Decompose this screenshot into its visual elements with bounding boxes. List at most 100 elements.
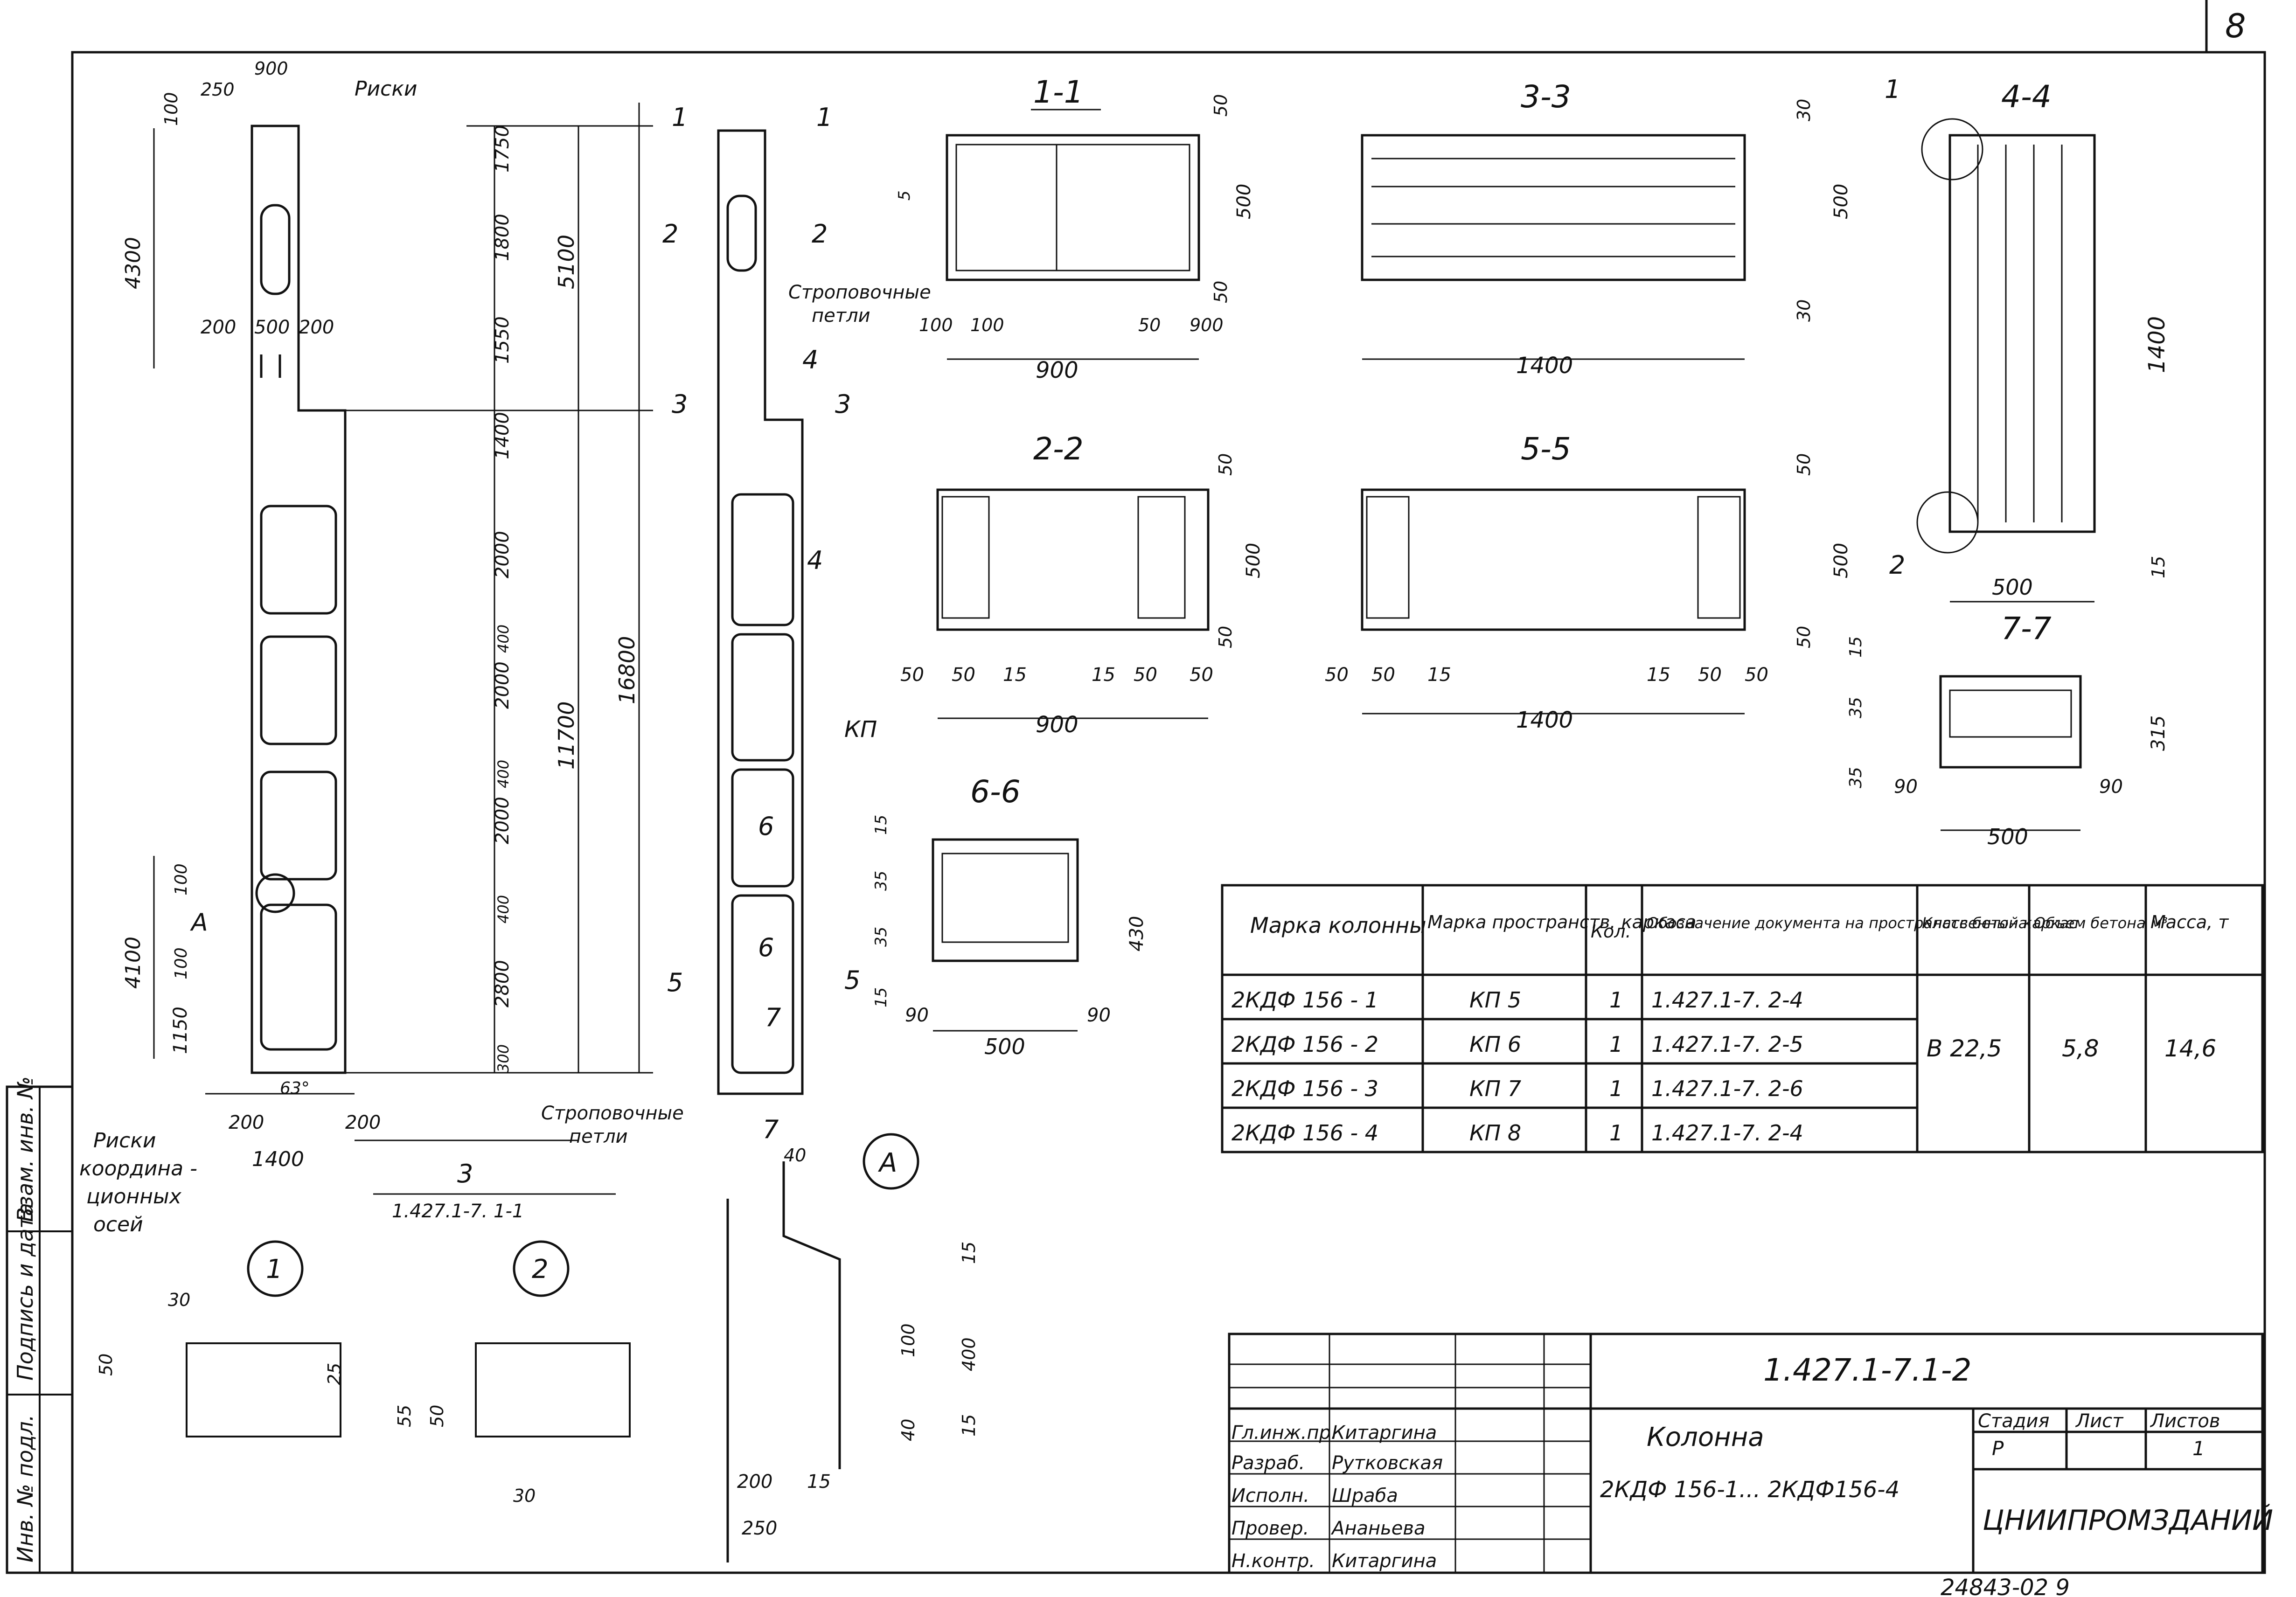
svg-text:Провер.: Провер. [1231,1518,1309,1539]
row4-col4: 1.427.1-7. 2-4 [1651,1120,1803,1146]
svg-text:5: 5 [895,190,914,201]
row4-col2: КП 8 [1469,1120,1521,1146]
svg-text:1750: 1750 [492,125,513,173]
side-stamp-sign: Подпись и дата [13,1203,38,1381]
stropovochnye-bot-2: петли [569,1126,628,1147]
svg-text:300: 300 [494,1044,512,1073]
svg-text:400: 400 [494,760,512,788]
svg-text:30: 30 [513,1486,536,1506]
row3-col2: КП 7 [1469,1076,1521,1101]
side-stamp-vzam: Взам. инв. № [13,1076,38,1222]
row2-col3: 1 [1609,1032,1623,1057]
svg-text:15: 15 [1003,664,1027,686]
row1-col3: 1 [1609,987,1623,1013]
dim-16800: 16800 [614,636,640,704]
dim-bottom-200a: 200 [229,1112,264,1133]
svg-text:Ананьева: Ананьева [1330,1518,1425,1539]
svg-text:7: 7 [765,1003,781,1032]
svg-text:55: 55 [394,1405,415,1427]
svg-text:35: 35 [872,871,891,891]
section-marks: 1 1 2 2 3 3 4 4 5 5 6 6 7 7 [662,103,860,1144]
row2-col1: 2КДФ 156 - 2 [1231,1032,1378,1057]
svg-text:Рутковская: Рутковская [1332,1452,1443,1474]
row3-col4: 1.427.1-7. 2-6 [1651,1076,1803,1101]
svg-text:50: 50 [1371,664,1395,686]
svg-text:500: 500 [1830,543,1852,578]
svg-text:500: 500 [984,1034,1025,1059]
angle-63: 63° [280,1079,310,1098]
detail-A: А 40 15 100 400 15 40 200 15 250 [726,1133,979,1562]
svg-text:осей: осей [93,1213,143,1236]
row4-col1: 2КДФ 156 - 4 [1231,1120,1378,1146]
svg-text:25: 25 [324,1363,345,1385]
svg-text:1400: 1400 [1516,707,1573,733]
svg-text:2000: 2000 [492,797,513,844]
svg-text:50: 50 [1211,281,1231,303]
section-7-7: 7-7 15 35 35 315 90 90 500 [1846,611,2169,849]
section-4-4: 4-4 1 2 1400 15 500 [1885,75,2170,603]
svg-text:3-3: 3-3 [1521,79,1571,115]
section-2-2: 2-2 50 50 15 15 50 50 900 500 50 50 [900,431,1264,738]
svg-text:50: 50 [1325,664,1349,686]
dim-bottom-200b: 200 [345,1112,381,1133]
dim-100-left-a: 100 [172,863,191,896]
row1-col1: 2КДФ 156 - 1 [1231,987,1378,1013]
svg-text:50: 50 [1211,94,1231,117]
title-name-2: 2КДФ 156-1... 2КДФ156-4 [1600,1477,1899,1503]
svg-text:1: 1 [1885,75,1900,104]
svg-text:100: 100 [898,1323,918,1357]
dim-250: 250 [201,79,235,100]
stage-label: Стадия [1978,1410,2049,1432]
title-block: 1.427.1-7.1-2 Колонна 2КДФ 156-1... 2КДФ… [1228,1333,2273,1574]
stropovochnye-top-2: петли [812,305,870,326]
svg-text:30: 30 [1794,99,1814,121]
callout-3-num: 3 [457,1159,473,1188]
svg-text:Шраба: Шраба [1332,1485,1398,1507]
svg-text:15: 15 [872,815,891,835]
section-3-3: 3-3 1400 500 30 30 [1361,79,1852,379]
row2-col4: 1.427.1-7. 2-5 [1651,1032,1803,1057]
svg-text:50: 50 [1190,664,1213,686]
callout-A-elev: А [190,909,208,937]
sheets-label: Листов [2150,1410,2220,1432]
svg-text:50: 50 [427,1405,447,1427]
svg-text:500: 500 [1992,575,2033,600]
svg-text:7: 7 [763,1115,779,1144]
svg-text:1: 1 [266,1254,283,1285]
svg-text:5: 5 [844,965,860,995]
callout-3-ref: 1.427.1-7. 1-1 [392,1201,524,1222]
svg-text:100: 100 [970,315,1004,335]
svg-text:Н.контр.: Н.контр. [1231,1550,1315,1572]
sheets-value: 1 [2192,1437,2205,1460]
dim-4300: 4300 [121,237,145,289]
svg-text:1: 1 [672,103,688,132]
svg-text:15: 15 [1846,636,1865,658]
svg-text:90: 90 [1894,776,1918,798]
row3-col1: 2КДФ 156 - 3 [1231,1076,1378,1101]
svg-text:50: 50 [1745,664,1768,686]
th-marka: Марка колонны [1250,913,1426,938]
svg-text:5: 5 [667,968,683,997]
row1-col2: КП 5 [1469,987,1521,1013]
svg-text:координа -: координа - [79,1157,197,1180]
svg-text:35: 35 [1846,697,1865,718]
svg-text:35: 35 [872,927,891,947]
svg-text:900: 900 [1036,357,1078,383]
dim-500: 500 [254,317,290,338]
svg-text:50: 50 [1134,664,1157,686]
svg-text:2: 2 [532,1254,549,1285]
th-class: Класс бетона [1922,914,2027,932]
svg-text:15: 15 [872,987,891,1007]
row1-col4: 1.427.1-7. 2-4 [1651,987,1803,1013]
svg-text:900: 900 [1190,315,1224,335]
dim-200-a: 200 [201,317,236,338]
svg-text:2: 2 [812,219,828,249]
svg-text:15: 15 [959,1414,979,1437]
riski-label: Риски [355,77,417,101]
svg-text:40: 40 [898,1419,918,1441]
svg-text:6: 6 [758,933,774,962]
svg-text:90: 90 [2099,776,2123,798]
svg-text:15: 15 [1647,664,1670,686]
row2-col2: КП 6 [1469,1032,1521,1057]
